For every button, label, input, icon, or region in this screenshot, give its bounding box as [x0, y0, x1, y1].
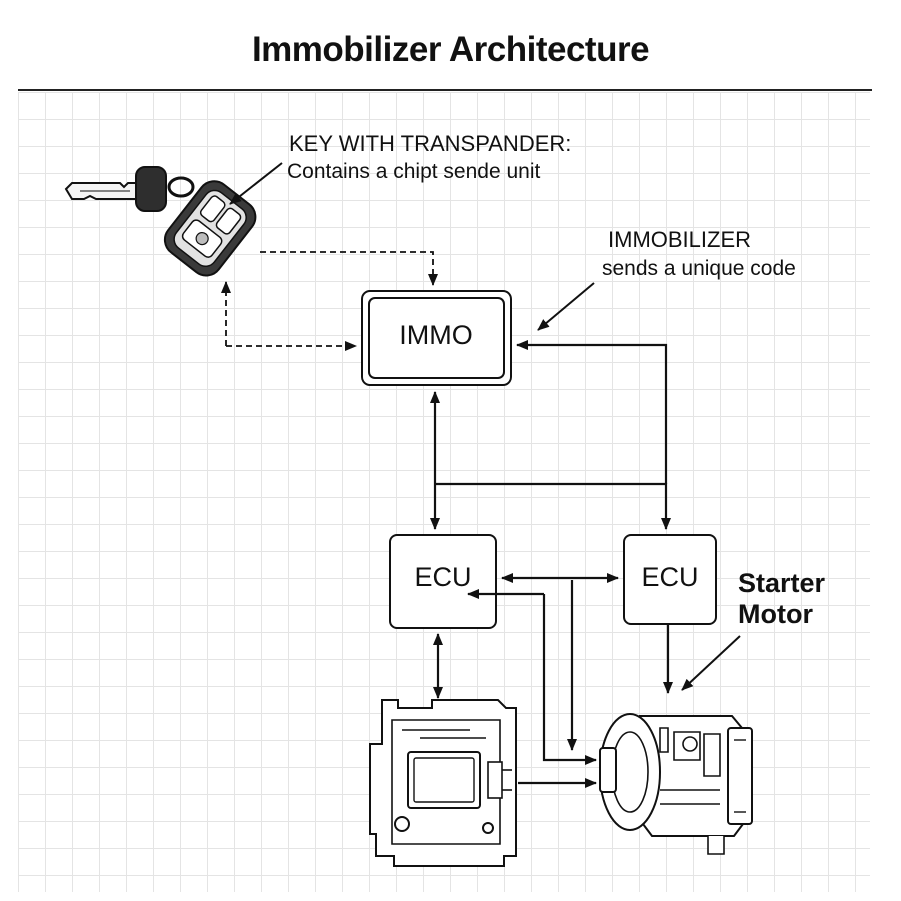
- title-divider: [18, 89, 872, 91]
- starter-motor-icon: [599, 713, 753, 855]
- callout-arrows: [229, 162, 741, 691]
- immobilizer-callout-subtitle: sends a unique code: [602, 257, 796, 280]
- starter-label-line1: Starter: [738, 568, 826, 598]
- key-callout-title: KEY WITH TRANSPANDER:: [289, 131, 572, 156]
- car-key-fob-icon: [64, 166, 257, 277]
- ecu-left-box: [389, 534, 497, 629]
- starter-label-line2: Motor: [738, 599, 813, 629]
- immo-label: IMMO: [399, 320, 473, 350]
- starter-motor-label: Starter Motor: [738, 568, 825, 630]
- page-title: Immobilizer Architecture: [251, 30, 650, 69]
- ecu-right-box: [623, 534, 717, 625]
- immo-box: [361, 290, 512, 386]
- key-callout-subtitle: Contains a chipt sende unit: [287, 160, 541, 183]
- grid-background: [18, 92, 870, 892]
- engine-control-module-icon: [369, 699, 517, 867]
- immobilizer-callout-title: IMMOBILIZER: [608, 227, 752, 252]
- ecu-right-label: ECU: [641, 562, 699, 592]
- ecu-left-label: ECU: [414, 562, 472, 592]
- key-immo-dashed-links: [221, 251, 438, 351]
- signal-lines: [430, 340, 673, 788]
